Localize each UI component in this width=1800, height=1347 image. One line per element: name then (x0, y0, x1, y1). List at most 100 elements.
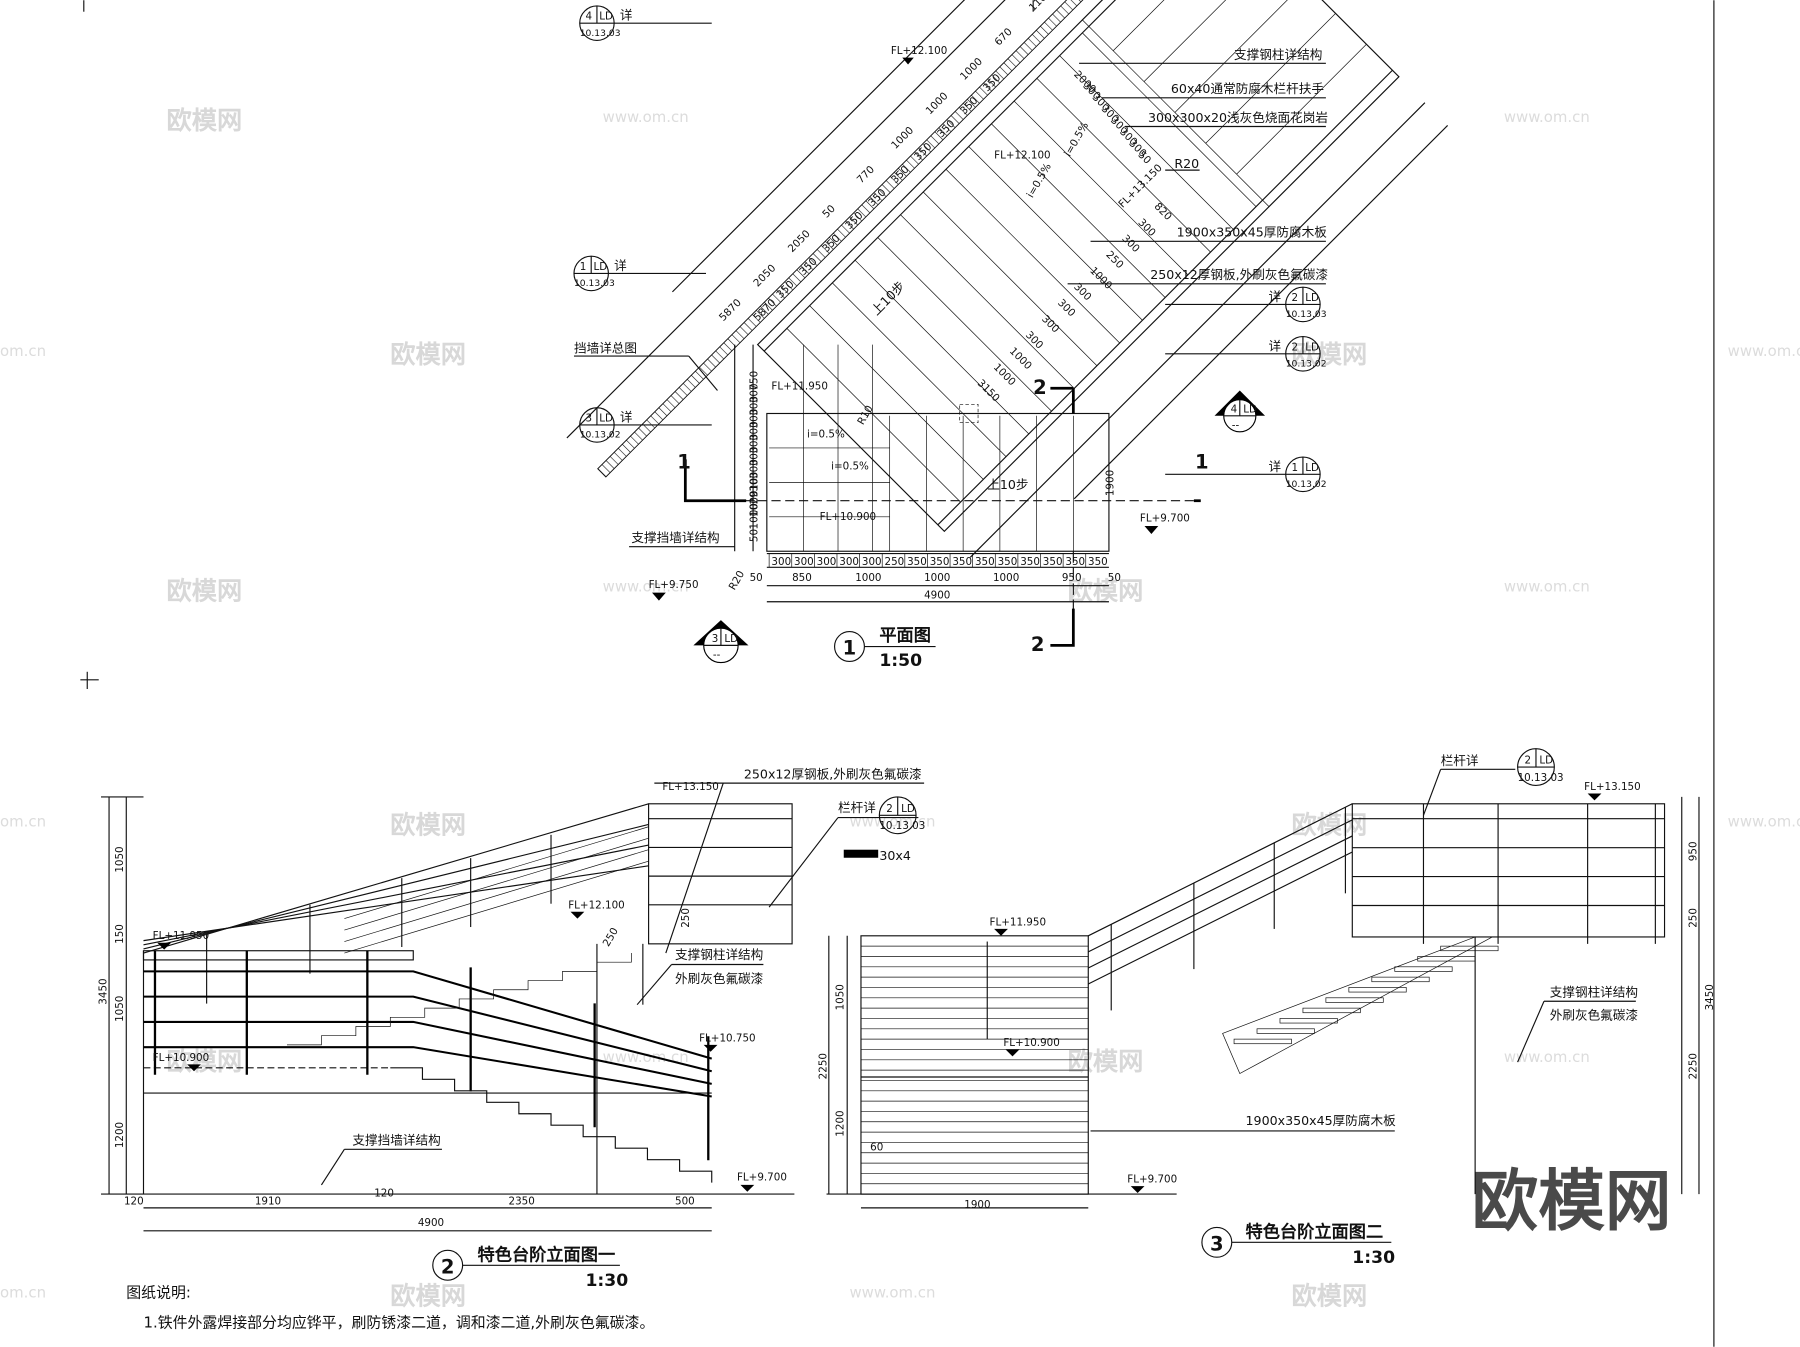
plan-slope: i=0.5% (1062, 120, 1091, 159)
plan-dim: 3150 (975, 377, 1002, 404)
elev2-title-block: 3 特色台阶立面图二 1:30 (1201, 1222, 1395, 1268)
plan-dim: 300 (749, 396, 761, 416)
watermark-logo-large: 欧模网 (1472, 1162, 1672, 1240)
plan-note-wall: 挡墙详总图 (574, 341, 637, 356)
front-rail (143, 995, 712, 1073)
elev2-dim: 1900 (964, 1199, 990, 1211)
elev1-dim-total: 4900 (418, 1217, 444, 1229)
elev1-dim: 1050 (114, 996, 126, 1022)
plan-dim: 950 (1062, 572, 1082, 584)
elev2-detail-ref: 2 LD 10.13.03 (1517, 748, 1564, 787)
stair-tread (809, 305, 984, 480)
watermarks: 欧模网 www.om.cn www.om.cn om.cn 欧模网 欧模网 ww… (0, 106, 1800, 1311)
rail-back (344, 837, 649, 931)
plan-dim: 1000 (889, 124, 916, 151)
plan-note-handrail: 60x40通常防腐木栏杆扶手 (1171, 81, 1324, 96)
plan-dim: 300 (749, 434, 761, 454)
plan-level: FL+9.700 (1140, 512, 1190, 524)
ref-sheet: LD (901, 803, 915, 815)
plan-dim: 300 (1023, 329, 1045, 351)
plan-dim: 300 (1039, 313, 1061, 335)
elev2-level: FL+9.700 (1127, 1174, 1177, 1186)
ref-number: 2 (886, 803, 893, 815)
view-mark-sheet: LD (724, 633, 738, 645)
tile-line (1205, 13, 1336, 144)
view-mark-number: 4 (1231, 403, 1238, 415)
elev2-note-paint: 外刷灰色氟碳漆 (1550, 1008, 1639, 1023)
plan-dim: 300 (1119, 233, 1141, 255)
step (1302, 1007, 1361, 1014)
plan-note-steel-plate: 250x12厚钢板,外刷灰色氟碳漆 (1150, 267, 1328, 282)
section-mark-2-bottom: 2 (1031, 633, 1045, 656)
ref-number: 2 (1291, 341, 1298, 353)
elev1-note-wall-structure: 支撑挡墙详结构 (352, 1133, 440, 1148)
elev1-dim: 150 (114, 924, 126, 944)
front-rail (143, 970, 713, 1060)
watermark-url: www.om.cn (1728, 813, 1800, 831)
watermark-url: om.cn (0, 1283, 46, 1301)
plan-dim: 1000 (991, 361, 1018, 388)
plan-dim: 250 (1103, 249, 1125, 271)
elev1-dim: 500 (675, 1195, 695, 1207)
plan-note-granite: 300x300x20浅灰色烧面花岗岩 (1148, 110, 1328, 125)
ref-number: 2 (1291, 292, 1298, 304)
plan-dim: 300 (1136, 217, 1158, 239)
ref-prefix: 详 (1268, 338, 1281, 353)
elev1-note-steel-plate: 250x12厚钢板,外刷灰色氟碳漆 (744, 767, 922, 782)
section-mark-1-right: 1 (1195, 451, 1209, 474)
ref-sheet: LD (1539, 755, 1553, 767)
plan-title-block: 1 平面图 1:50 (833, 626, 936, 671)
ref-number: 4 (585, 11, 592, 23)
ref-sheet: LD (593, 261, 607, 273)
plan-dim: 770 (855, 164, 877, 186)
elev2-dim: 1200 (835, 1110, 847, 1136)
elev1-note-paint: 外刷灰色氟碳漆 (675, 971, 764, 986)
plan-level: FL+9.750 (649, 579, 699, 591)
plan-dim: 350 (952, 556, 972, 568)
plan-dim: 1000 (958, 56, 985, 83)
elev2-dim: 2250 (1688, 1053, 1700, 1079)
elev1-dim: 1910 (255, 1195, 281, 1207)
ref-page: 10.13.02 (1286, 358, 1327, 369)
tile-line (1174, 0, 1306, 113)
plan-dim: 50 (820, 203, 838, 221)
rail-back (344, 826, 649, 919)
plan-note-r20: R20 (1174, 156, 1199, 171)
plan-dim: 820 (1152, 200, 1174, 222)
plan-dim: 300 (771, 556, 791, 568)
front-rail (143, 1046, 712, 1098)
elev1-title: 特色台阶立面图一 (478, 1245, 616, 1266)
stair-tread (1013, 100, 1189, 276)
elev1-number: 2 (441, 1255, 455, 1278)
step (1233, 1038, 1292, 1045)
view-mark-page: -- (1232, 419, 1240, 431)
stair-tread (923, 191, 1098, 366)
plan-note-up-steps: 上10步 (868, 278, 908, 318)
step (1348, 987, 1407, 993)
ref-page: 10.13.03 (580, 28, 621, 39)
elevation-2: 栏杆详 支撑钢柱详结构 外刷灰色氟碳漆 1900x350x45厚防腐木板 FL+… (818, 748, 1716, 1268)
elev1-dim: 250 (680, 908, 692, 928)
plan-lower-landing (766, 412, 1110, 552)
plan-dim: 350 (1088, 556, 1108, 568)
stair-tread (945, 169, 1120, 344)
plan-dim-1900: 1900 (1105, 470, 1117, 496)
stair-tread (991, 123, 1166, 298)
ref-sheet: LD (599, 11, 613, 23)
notes-heading: 图纸说明: (126, 1283, 191, 1301)
watermark-url: www.om.cn (1504, 1048, 1590, 1066)
watermark-logo: 欧模网 (166, 576, 242, 605)
elev1-detail-ref: 2 LD 10.13.03 (878, 796, 925, 835)
elev1-level: FL+13.150 (662, 781, 719, 793)
stair-tread (877, 237, 1052, 412)
plan-dim: 1000 (993, 572, 1019, 584)
plan-landing-boards (769, 344, 1074, 552)
plan-stair-diagonal (566, 0, 1449, 558)
elevation-1: 250x12厚钢板,外刷灰色氟碳漆 栏杆详 30x4 支撑钢柱详结构 外刷灰色氟… (98, 767, 926, 1291)
ref-suffix: 详 (620, 410, 633, 425)
view-mark-3: 3 LD -- (693, 620, 749, 664)
